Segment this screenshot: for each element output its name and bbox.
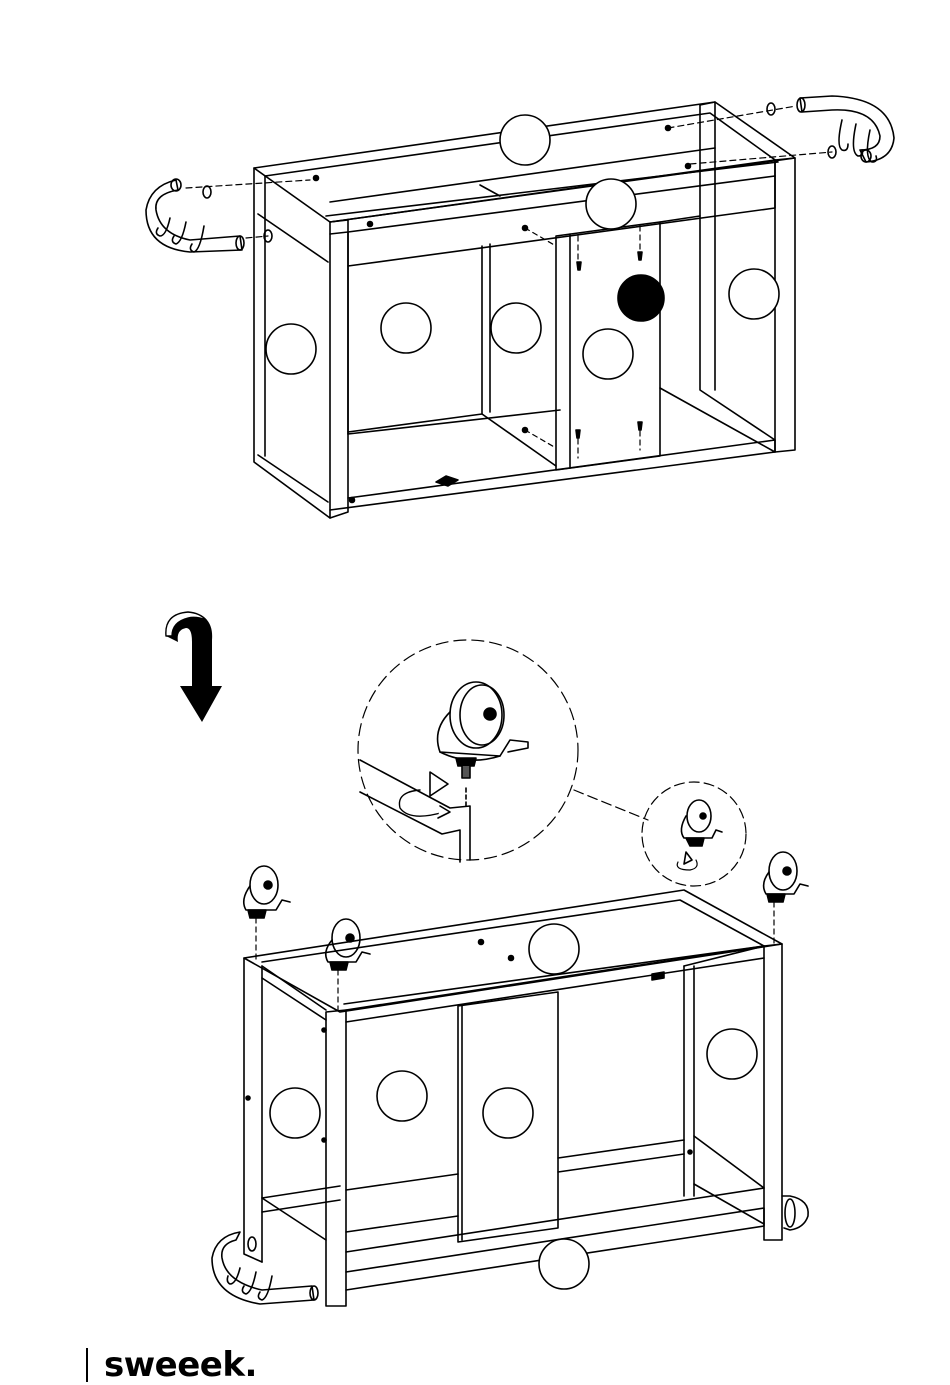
brand-divider (86, 1348, 88, 1382)
caster-wheel-icon (438, 682, 528, 778)
step-lower-cabinet (212, 852, 808, 1306)
hook-rail-icon (797, 96, 894, 162)
caster-wheel-icon (326, 919, 370, 970)
flip-arrow-icon (166, 612, 222, 722)
caster-wheel-icon (677, 800, 722, 870)
washer-icon (203, 186, 272, 242)
hook-rail-icon (212, 1232, 318, 1304)
hook-rail-icon (146, 179, 244, 252)
step-upper-cabinet (146, 96, 894, 518)
brand-name: sweeek. (104, 1345, 257, 1385)
caster-detail-callout (358, 640, 746, 886)
caster-wheel-icon (244, 866, 290, 918)
brand-logo: sweeek. (86, 1345, 257, 1385)
caster-wheel-icon (764, 852, 808, 902)
hook-rail-icon (782, 1196, 808, 1230)
